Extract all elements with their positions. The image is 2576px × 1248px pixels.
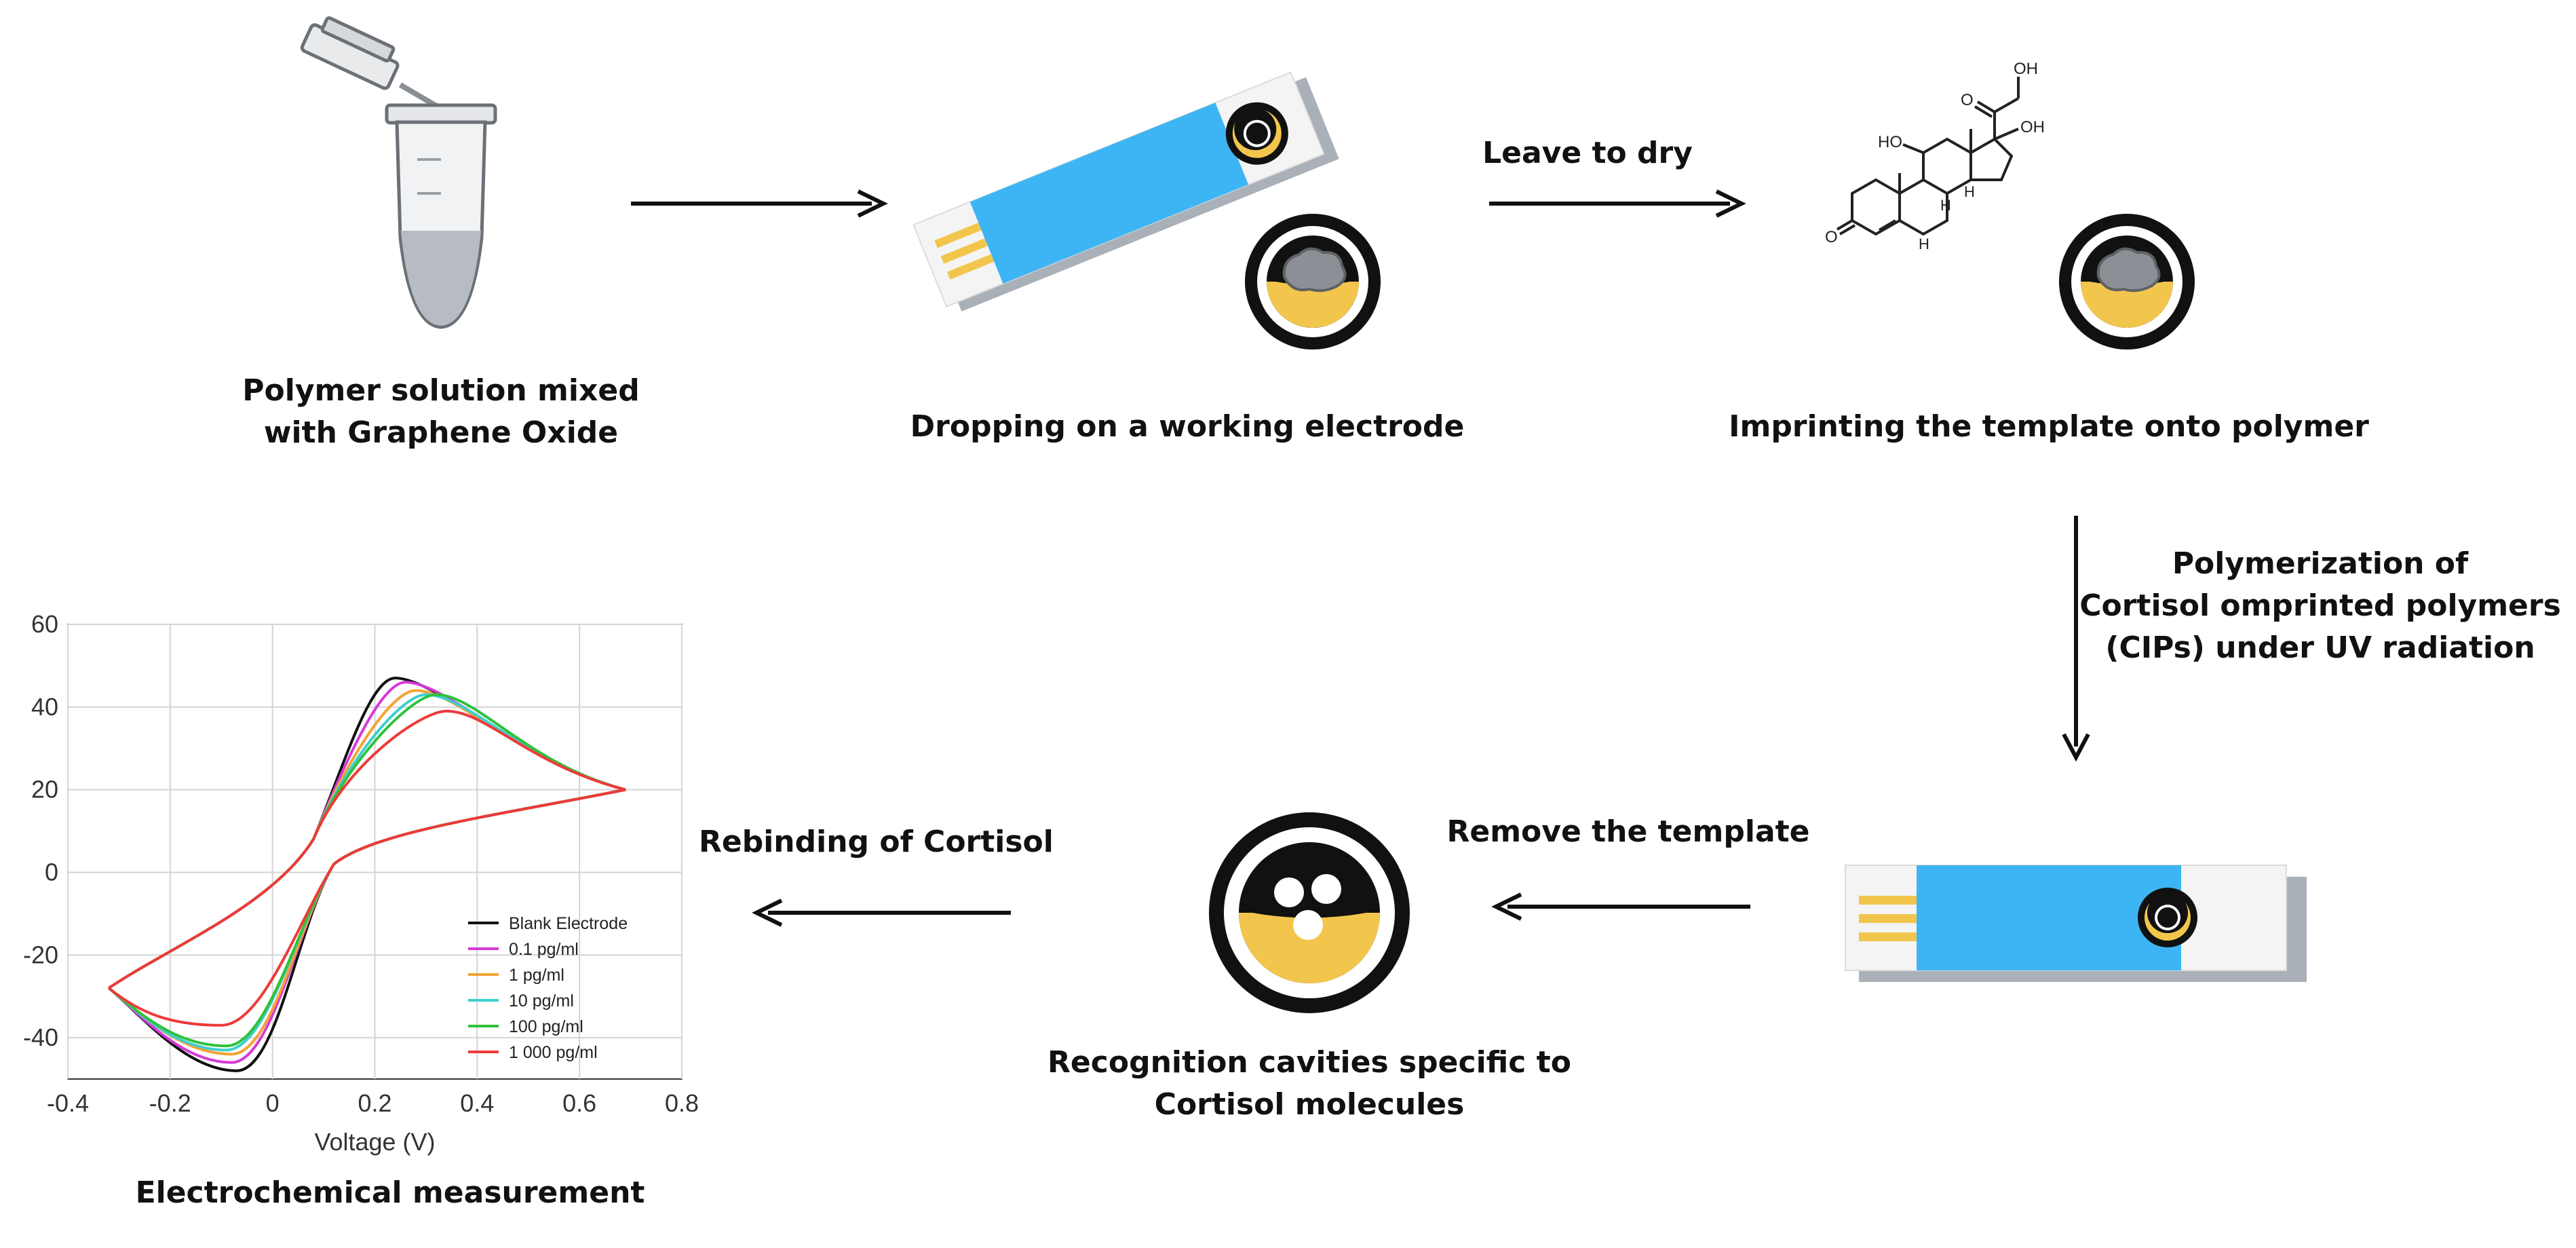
legend-label: 100 pg/ml — [509, 1017, 583, 1036]
x-axis-label: Voltage (V) — [314, 1128, 435, 1156]
arrow-right-2 — [1489, 189, 1746, 218]
step1-label-line2: with Graphene Oxide — [263, 415, 619, 450]
arrow-left-1 — [1491, 892, 1750, 921]
step1-label-line1: Polymer solution mixed — [242, 373, 640, 408]
arrow3-label: Polymerization of Cortisol omprinted pol… — [2076, 543, 2564, 669]
legend-label: 1 000 pg/ml — [509, 1043, 598, 1062]
y-tick-label: 40 — [31, 693, 58, 721]
recognition-cavities-circle — [1209, 812, 1410, 1013]
molecule-label-h1: H — [1940, 197, 1951, 214]
cv-chart: -0.4 -0.2 0 0.2 0.4 0.6 0.8 -40 -20 0 20 40 60Voltag… — [23, 610, 699, 1156]
step1-label: Polymer solution mixed with Graphene Oxi… — [190, 370, 692, 454]
legend-label: 0.1 pg/ml — [509, 940, 579, 959]
cortisol-molecule: OH O OH HO H H H O — [1825, 60, 2045, 252]
molecule-label-h2: H — [1919, 235, 1929, 252]
legend-label: 10 pg/ml — [509, 991, 574, 1010]
molecule-label-oh-right: OH — [2020, 118, 2045, 136]
y-tick-label: 0 — [45, 858, 58, 886]
molecule-label-o-ketone: O — [1961, 91, 1974, 109]
arrow3-label-line2: Cortisol omprinted polymers — [2079, 588, 2561, 623]
step5-label-line2: Cortisol molecules — [1154, 1087, 1465, 1122]
y-tick-label: 60 — [31, 610, 58, 638]
arrow-down — [2062, 516, 2090, 762]
x-tick-label: -0.4 — [47, 1089, 89, 1117]
electrode-strip-1 — [912, 71, 1381, 349]
legend-label: Blank Electrode — [509, 914, 628, 933]
y-tick-label: -40 — [23, 1023, 58, 1051]
vial-illustration — [300, 16, 497, 329]
step5-label-line1: Recognition cavities specific to — [1047, 1045, 1571, 1080]
legend-label: 1 pg/ml — [509, 966, 564, 985]
y-tick-label: -20 — [23, 941, 58, 968]
arrow3-label-line3: (CIPs) under UV radiation — [2105, 630, 2535, 665]
x-tick-label: 0.4 — [460, 1089, 494, 1117]
arrow5-label: Rebinding of Cortisol — [699, 825, 1054, 859]
step3-label: Imprinting the template onto polymer — [1729, 409, 2369, 444]
arrow4-label: Remove the template — [1446, 814, 1810, 849]
x-tick-label: 0.6 — [562, 1089, 596, 1117]
x-tick-label: -0.2 — [149, 1089, 191, 1117]
step2-label: Dropping on a working electrode — [910, 409, 1465, 444]
arrow2-label: Leave to dry — [1482, 136, 1693, 170]
molecule-label-o-left: O — [1825, 228, 1838, 246]
x-tick-label: 0.2 — [358, 1089, 391, 1117]
step5-label: Recognition cavities specific to Cortiso… — [970, 1042, 1649, 1126]
electrode-strip-2 — [1845, 865, 2307, 982]
polymer-zoom-circle — [2059, 214, 2195, 349]
arrow-right-1 — [631, 189, 888, 218]
arrow3-label-line1: Polymerization of — [2172, 546, 2469, 581]
x-tick-label: 0.8 — [665, 1089, 699, 1117]
y-tick-label: 20 — [31, 776, 58, 803]
molecule-label-oh-top: OH — [2014, 60, 2038, 78]
arrow-left-2 — [752, 899, 1011, 927]
molecule-label-ho: HO — [1878, 133, 1902, 151]
molecule-label-h3: H — [1964, 183, 1975, 200]
series-line — [108, 709, 626, 1027]
step6-label: Electrochemical measurement — [135, 1175, 645, 1210]
x-tick-label: 0 — [266, 1089, 280, 1117]
